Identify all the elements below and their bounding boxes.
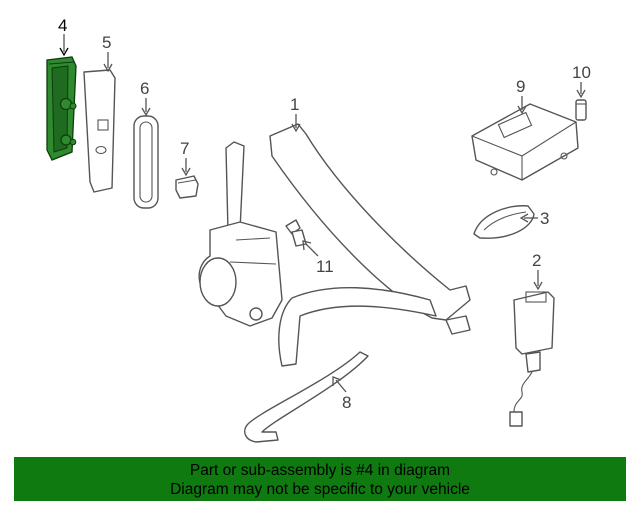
parts-diagram: 4 5 6 7 bbox=[46, 16, 591, 443]
label-9: 9 bbox=[516, 77, 527, 115]
label-7-text: 7 bbox=[180, 139, 189, 158]
label-2-text: 2 bbox=[532, 251, 541, 270]
part-6-trim-ring[interactable] bbox=[133, 115, 159, 209]
part-1-seat-belt-assembly[interactable] bbox=[198, 123, 471, 367]
part-7-clip[interactable] bbox=[175, 175, 199, 199]
label-5-text: 5 bbox=[102, 33, 111, 52]
label-9-text: 9 bbox=[516, 77, 525, 96]
label-4-text: 4 bbox=[58, 16, 67, 35]
label-7: 7 bbox=[180, 139, 191, 177]
label-8-text: 8 bbox=[342, 393, 351, 412]
banner-line-2: Diagram may not be specific to your vehi… bbox=[170, 481, 470, 498]
part-9-control-module[interactable] bbox=[471, 103, 579, 181]
part-5-pillar-trim[interactable] bbox=[83, 69, 116, 193]
part-2-buckle[interactable] bbox=[509, 291, 555, 427]
part-4-height-adjuster[interactable] bbox=[46, 56, 77, 161]
label-5: 5 bbox=[102, 33, 113, 73]
label-3-text: 3 bbox=[540, 209, 549, 228]
label-8: 8 bbox=[332, 376, 351, 412]
label-2: 2 bbox=[532, 251, 543, 291]
label-10: 10 bbox=[572, 63, 591, 99]
vehicle-fit-banner: Part or sub-assembly is #4 in diagram Di… bbox=[14, 457, 626, 501]
part-3-cover[interactable] bbox=[473, 205, 535, 239]
label-1-text: 1 bbox=[290, 95, 299, 114]
label-4: 4 bbox=[58, 16, 69, 57]
label-6-text: 6 bbox=[140, 79, 149, 98]
label-6: 6 bbox=[140, 79, 151, 117]
label-3: 3 bbox=[519, 209, 549, 228]
part-8-cable[interactable] bbox=[244, 351, 369, 443]
label-11-text: 11 bbox=[316, 257, 334, 276]
label-10-text: 10 bbox=[572, 63, 591, 82]
label-1: 1 bbox=[290, 95, 301, 133]
banner-line-1: Part or sub-assembly is #4 in diagram bbox=[189, 462, 451, 479]
label-11: 11 bbox=[302, 240, 334, 276]
part-10-plug[interactable] bbox=[575, 99, 587, 121]
